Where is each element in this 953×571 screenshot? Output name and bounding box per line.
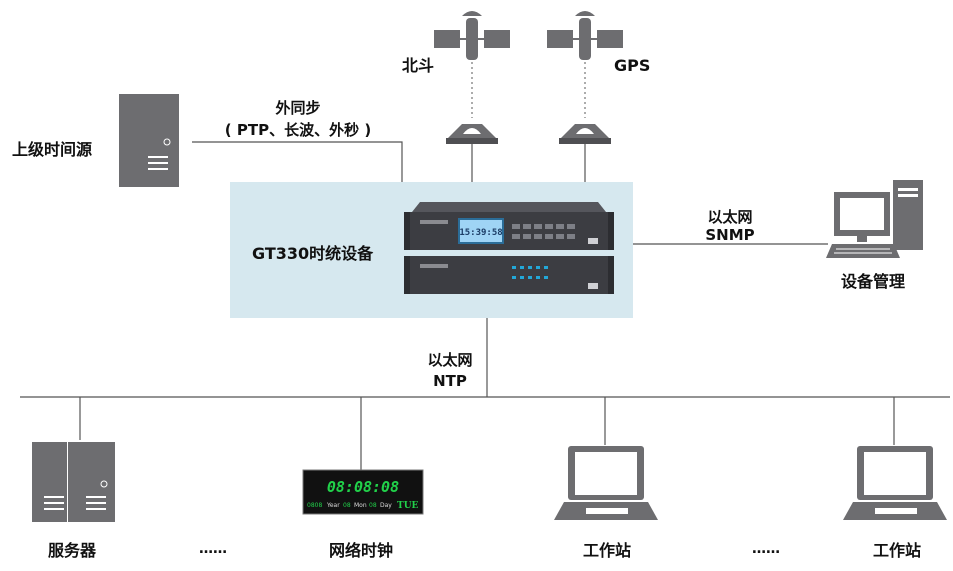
workstation-label-1: 工作站 <box>583 541 631 560</box>
eth-snmp-label-2: SNMP <box>705 226 754 244</box>
upper-source-server-icon <box>119 94 179 187</box>
antenna-beidou-icon <box>446 124 498 144</box>
server-icon <box>32 442 115 522</box>
connection-lines <box>20 141 950 470</box>
antenna-gps-icon <box>559 124 611 144</box>
clock-mon-label: Mon <box>354 502 367 509</box>
clock-year-value: 0808 <box>307 502 322 509</box>
ext-sync-detail: ( PTP、长波、外秒 ) <box>225 121 371 139</box>
clock-mon-value: 08 <box>343 502 351 509</box>
ellipsis-label-2: …… <box>752 541 780 557</box>
satellite-gps-icon <box>547 11 623 60</box>
eth-snmp-label-1: 以太网 <box>707 208 752 226</box>
eth-ntp-label-2: NTP <box>433 372 467 390</box>
gps-label: GPS <box>614 56 650 75</box>
clock-day-value: 08 <box>369 502 377 509</box>
gt330-device-icon <box>404 202 614 294</box>
ext-sync-line <box>192 141 403 182</box>
clock-day-label: Day <box>380 502 392 509</box>
management-pc-icon <box>826 180 923 258</box>
network-clock-icon <box>302 469 424 515</box>
satellite-signals <box>471 62 586 118</box>
workstation-laptop-icon-1 <box>554 446 658 520</box>
clock-weekday: TUE <box>397 501 419 511</box>
network-clock-label: 网络时钟 <box>329 541 393 560</box>
upper-source-label: 上级时间源 <box>12 140 92 159</box>
network-clock-time: 08:08:08 <box>327 478 399 496</box>
workstation-label-2: 工作站 <box>873 541 921 560</box>
device-screen-time: 15:39:58 <box>459 228 502 238</box>
beidou-label: 北斗 <box>402 56 434 75</box>
clock-year-label: Year <box>326 502 340 509</box>
eth-ntp-label-1: 以太网 <box>427 351 472 369</box>
satellite-beidou-icon <box>434 11 510 60</box>
main-device-label: GT330时统设备 <box>252 244 374 263</box>
workstation-laptop-icon-2 <box>843 446 947 520</box>
device-mgmt-label: 设备管理 <box>841 272 905 291</box>
ellipsis-label-1: …… <box>199 541 227 557</box>
ext-sync-title: 外同步 <box>274 99 320 117</box>
server-label: 服务器 <box>48 541 97 560</box>
